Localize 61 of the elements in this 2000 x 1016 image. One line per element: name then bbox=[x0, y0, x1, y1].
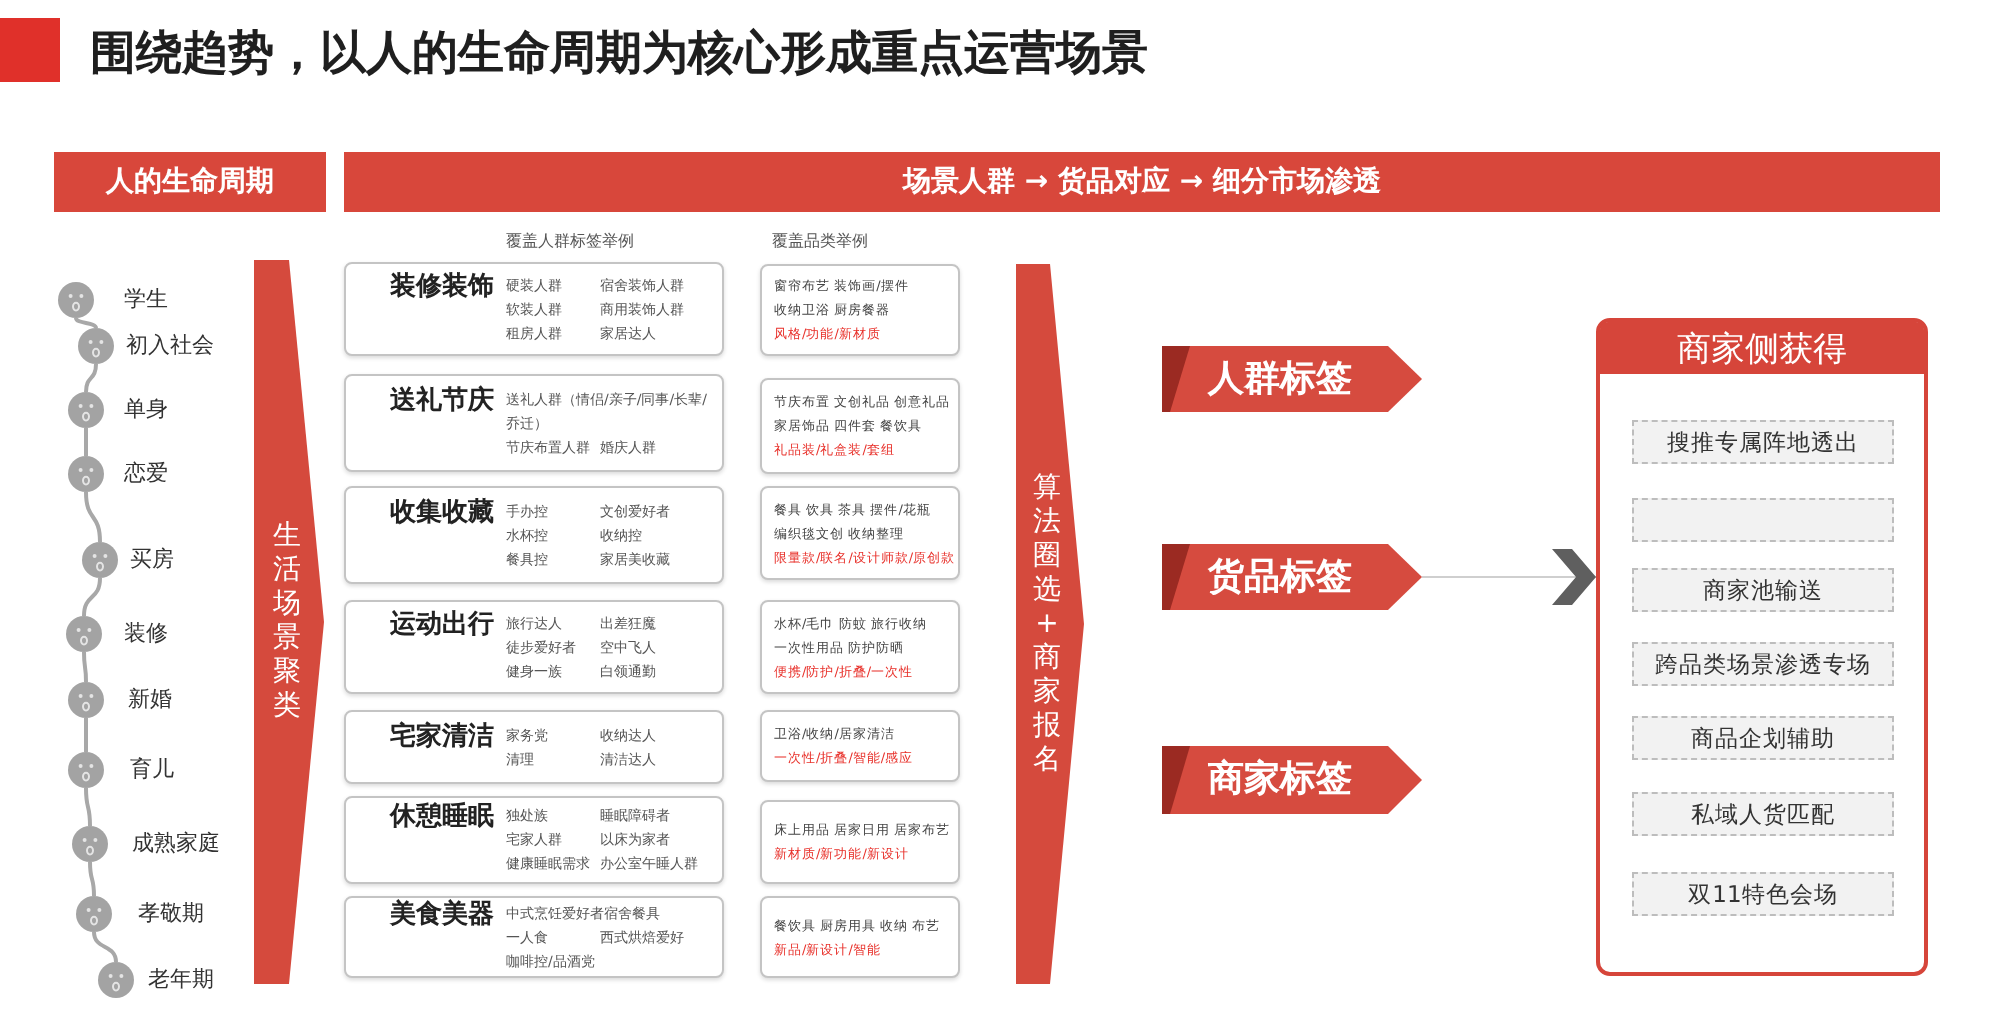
stage-label: 育儿 bbox=[130, 756, 174, 784]
benefit-item: 跨品类场景渗透专场 bbox=[1632, 642, 1894, 686]
stage-label: 孝敬期 bbox=[138, 900, 204, 928]
stage-label: 初入社会 bbox=[126, 332, 214, 360]
benefit-item bbox=[1632, 498, 1894, 542]
scene-card bbox=[344, 374, 724, 472]
tag-label: 货品标签 bbox=[1208, 555, 1352, 599]
benefit-item: 私域人货匹配 bbox=[1632, 792, 1894, 836]
column-heading: 覆盖人群标签举例 bbox=[506, 232, 634, 252]
stage-label: 恋爱 bbox=[124, 460, 168, 488]
scene-title: 运动出行 bbox=[390, 611, 494, 637]
stage-label: 单身 bbox=[124, 396, 168, 424]
section-header: 人的生命周期 bbox=[54, 152, 326, 212]
benefit-item: 双11特色会场 bbox=[1632, 872, 1894, 916]
stage-label: 买房 bbox=[130, 546, 174, 574]
panel-header: 商家侧获得 bbox=[1600, 322, 1924, 374]
category-card bbox=[760, 600, 960, 694]
slide-title: 围绕趋势，以人的生命周期为核心形成重点运营场景 bbox=[90, 26, 1148, 82]
scene-title: 送礼节庆 bbox=[390, 387, 494, 413]
scene-title: 收集收藏 bbox=[390, 499, 494, 525]
stage-label: 装修 bbox=[124, 620, 168, 648]
stage-label: 老年期 bbox=[148, 966, 214, 994]
vertical-label: 生活场景聚类 bbox=[272, 520, 302, 724]
category-card bbox=[760, 486, 960, 580]
benefit-item: 搜推专属阵地透出 bbox=[1632, 420, 1894, 464]
tag-label: 人群标签 bbox=[1208, 357, 1352, 401]
benefit-item: 商家池输送 bbox=[1632, 568, 1894, 612]
scene-card bbox=[344, 486, 724, 584]
category-card bbox=[760, 378, 960, 474]
connector-line bbox=[82, 651, 88, 683]
stage-label: 学生 bbox=[124, 286, 168, 314]
connector-line bbox=[84, 718, 88, 752]
vertical-label: 算法圈选+商家报名 bbox=[1032, 471, 1062, 777]
scene-title: 美食美器 bbox=[390, 901, 494, 927]
scene-title: 装修装饰 bbox=[390, 273, 494, 299]
connector-line bbox=[88, 861, 96, 897]
tag-label: 商家标签 bbox=[1208, 758, 1352, 802]
category-card bbox=[760, 710, 960, 782]
scene-title: 休憩睡眠 bbox=[390, 804, 494, 830]
benefit-item: 商品企划辅助 bbox=[1632, 716, 1894, 760]
column-heading: 覆盖品类举例 bbox=[772, 232, 868, 252]
connector-line bbox=[84, 787, 92, 827]
stage-label: 新婚 bbox=[128, 686, 172, 714]
scene-title: 宅家清洁 bbox=[390, 723, 494, 749]
connector-line bbox=[82, 577, 102, 617]
category-card bbox=[760, 800, 960, 884]
connector-line bbox=[84, 363, 98, 393]
scene-card bbox=[344, 600, 724, 694]
category-card bbox=[760, 896, 960, 978]
connector-line bbox=[92, 931, 118, 963]
scene-card bbox=[344, 796, 724, 884]
section-header: 场景人群 → 货品对应 → 细分市场渗透 bbox=[344, 152, 1940, 212]
benefits-panel bbox=[1596, 318, 1928, 976]
category-card bbox=[760, 264, 960, 356]
stage-label: 成熟家庭 bbox=[132, 830, 220, 858]
connector-line bbox=[84, 491, 102, 543]
connector-line bbox=[74, 316, 98, 330]
scene-card bbox=[344, 710, 724, 784]
connector-line bbox=[84, 428, 88, 456]
scene-card bbox=[344, 262, 724, 356]
scene-card bbox=[344, 896, 724, 978]
